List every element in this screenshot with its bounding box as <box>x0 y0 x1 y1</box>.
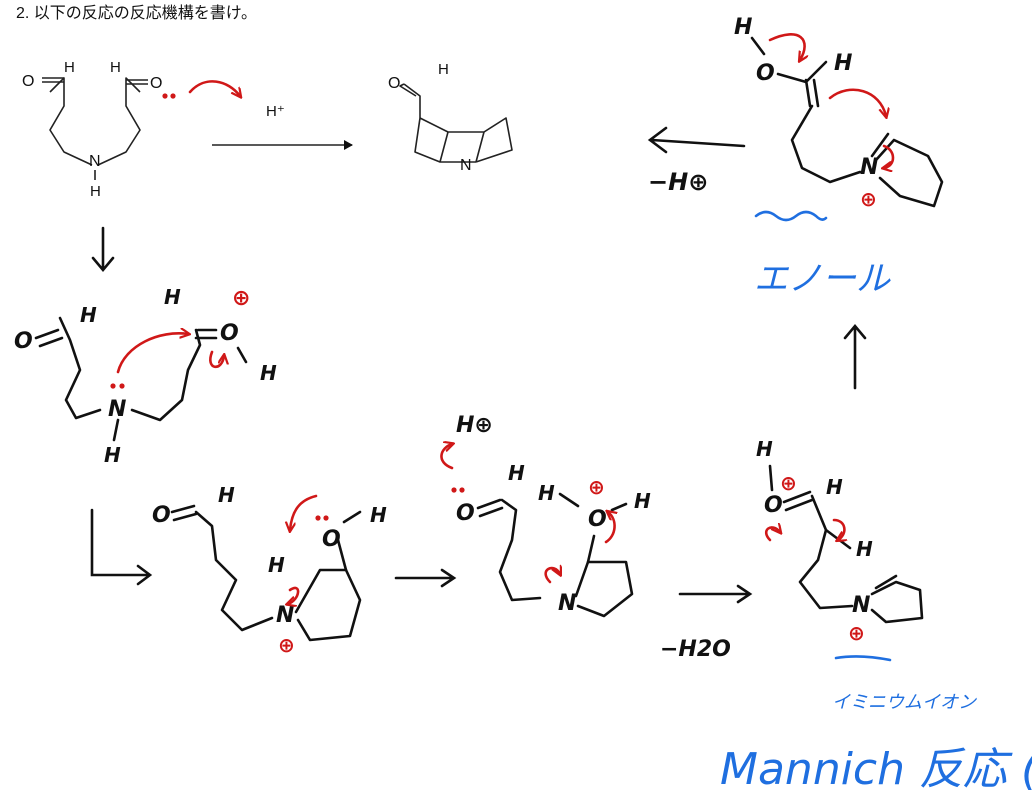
atom-H: H <box>80 303 97 327</box>
atom-H: H <box>756 437 773 461</box>
atom-H: H <box>634 489 651 513</box>
atom-O: O <box>14 329 33 354</box>
atom-O: O <box>588 507 607 532</box>
atom-H: H <box>438 61 449 78</box>
product-pyrrolizidine: O H N <box>388 61 513 174</box>
positive-charge: ⊕ <box>232 286 250 311</box>
up-arrow <box>843 323 867 390</box>
atom-O: O <box>756 61 775 86</box>
down-arrow <box>91 226 115 273</box>
atom-N: N <box>460 157 472 174</box>
forward-arrow <box>394 568 457 588</box>
intermediate-protonated-aldehyde: O H H O H N H ⊕ <box>14 285 277 467</box>
intermediate-enol: H O H N ⊕ <box>734 15 944 211</box>
intermediate-ammonium: O H O H H N ⊕ <box>152 483 387 657</box>
atom-H: H <box>538 481 555 505</box>
dehydration-arrow <box>678 584 753 604</box>
atom-H: H <box>856 537 873 561</box>
positive-charge: ⊕ <box>848 621 865 645</box>
atom-H: H <box>260 361 277 385</box>
atom-H: H <box>218 483 235 507</box>
atom-H: H <box>268 553 285 577</box>
starting-dialdehyde: O H H O N H <box>22 59 162 200</box>
atom-O: O <box>150 75 162 92</box>
atom-H: H <box>834 51 852 76</box>
atom-H: H <box>164 285 181 309</box>
atom-O: O <box>152 503 171 528</box>
deprotonation-label: −H⊕ <box>648 168 708 196</box>
atom-O: O <box>388 75 400 92</box>
atom-O: O <box>456 501 475 526</box>
atom-H: H <box>734 15 752 40</box>
corner-arrow <box>90 508 153 586</box>
atom-N: N <box>89 153 101 170</box>
proton-label: H⊕ <box>456 413 493 438</box>
atom-H: H <box>110 59 121 76</box>
lone-pair-arrow <box>162 80 240 98</box>
enol-note: エノール <box>754 259 891 299</box>
enol-underline <box>754 210 828 222</box>
back-arrow <box>647 126 746 154</box>
atom-H: H <box>90 183 101 200</box>
question-title: 2. 以下の反応の反応機構を書け。 <box>16 4 257 22</box>
iminium-note: イミニウムイオン <box>832 692 977 713</box>
atom-H: H <box>370 503 387 527</box>
atom-O: O <box>220 321 239 346</box>
positive-charge: ⊕ <box>278 633 295 657</box>
positive-charge: ⊕ <box>588 475 605 499</box>
acid-label: H⁺ <box>266 103 285 120</box>
atom-H: H <box>64 59 75 76</box>
reaction-name: Mannich 反応 ( <box>720 744 1032 795</box>
atom-N: N <box>558 591 576 616</box>
atom-N: N <box>852 593 870 618</box>
atom-N: N <box>108 397 126 422</box>
positive-charge: ⊕ <box>860 187 877 211</box>
atom-N: N <box>860 155 878 180</box>
atom-N: N <box>276 603 294 628</box>
intermediate-iminium: H ⊕ O H H N ⊕ <box>756 437 924 645</box>
atom-H: H <box>826 475 843 499</box>
atom-H: H <box>104 443 121 467</box>
iminium-underline <box>834 655 892 662</box>
positive-charge: ⊕ <box>780 471 797 495</box>
atom-O: O <box>322 527 341 552</box>
atom-O: O <box>22 73 34 90</box>
dehydration-label: −H2O <box>660 637 731 662</box>
intermediate-oxonium: H⊕ O H N O H H ⊕ <box>440 413 651 618</box>
atom-O: O <box>764 493 783 518</box>
atom-H: H <box>508 461 525 485</box>
